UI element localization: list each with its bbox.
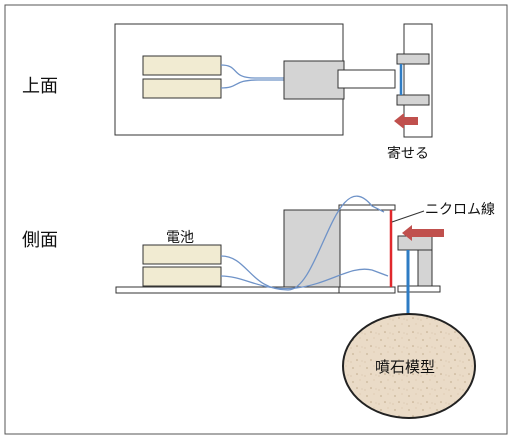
top-clamp-upper xyxy=(396,53,430,65)
side-battery-1 xyxy=(142,244,222,265)
top-battery-1 xyxy=(142,55,222,76)
side-switch-block xyxy=(283,209,341,288)
nichrome-leader-line xyxy=(391,210,425,223)
top-slider-plate xyxy=(337,69,396,89)
top-view-label: 上面 xyxy=(22,76,58,97)
side-clamp-post xyxy=(417,249,433,287)
nichrome-wire-label: ニクロム線 xyxy=(425,202,495,218)
side-battery-2 xyxy=(142,266,222,287)
side-left-arrow-icon xyxy=(402,225,444,241)
battery-label: 電池 xyxy=(166,230,194,246)
side-clamp-head xyxy=(397,235,433,251)
push-together-label: 寄せる xyxy=(387,145,429,162)
top-battery-2 xyxy=(142,78,222,99)
side-clamp-base xyxy=(397,285,441,293)
side-wire-1 xyxy=(220,195,385,291)
side-wire-2 xyxy=(220,268,389,290)
side-base-plate xyxy=(115,286,344,294)
top-clamp-lower xyxy=(396,94,430,106)
ejecta-model-rock xyxy=(342,313,476,419)
top-wire-2 xyxy=(220,79,338,89)
side-top-plate xyxy=(338,204,396,211)
top-wire-1 xyxy=(220,64,338,79)
top-switch-block xyxy=(283,60,345,100)
ejecta-model-label: 噴石模型 xyxy=(375,358,435,376)
side-view-label: 側面 xyxy=(22,230,58,251)
left-arrow-icon xyxy=(394,113,418,129)
side-slider-plate xyxy=(338,286,396,294)
